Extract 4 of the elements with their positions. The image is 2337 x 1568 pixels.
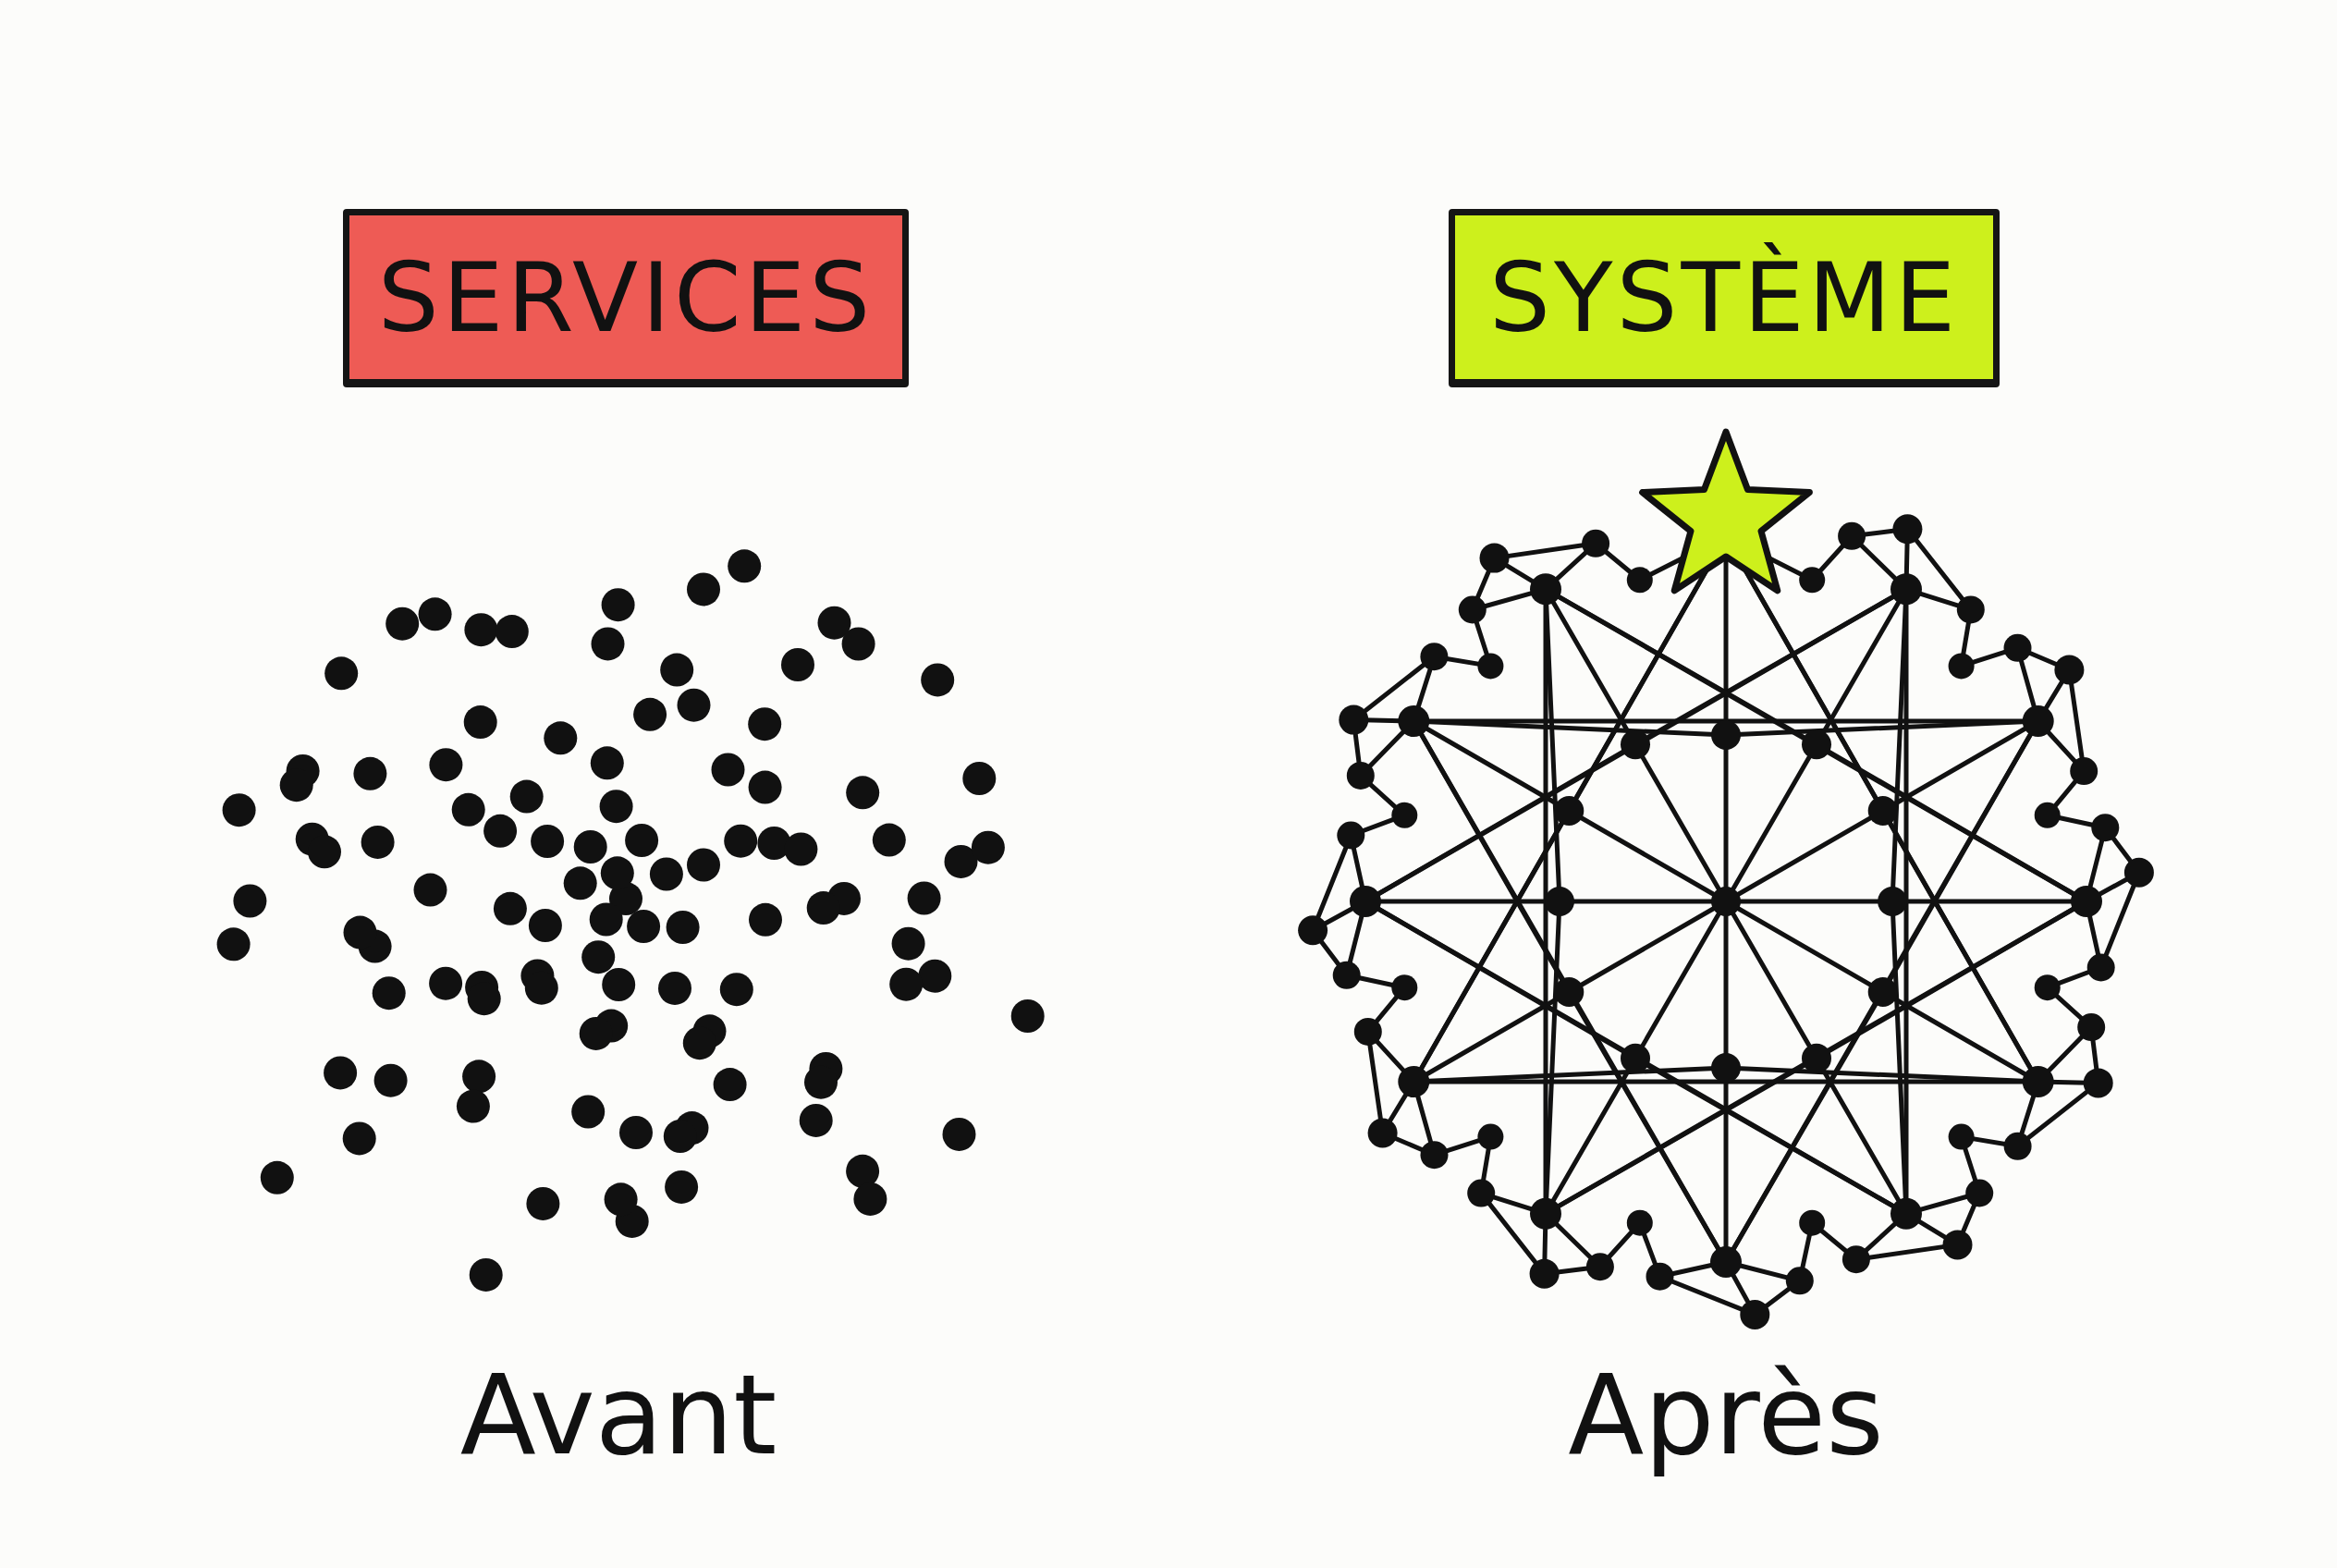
heading-box: SERVICES bbox=[343, 209, 909, 387]
caption: Avant bbox=[459, 1352, 777, 1479]
caption: Après bbox=[1568, 1352, 1884, 1479]
heading-box: SYSTÈME bbox=[1449, 209, 2000, 387]
